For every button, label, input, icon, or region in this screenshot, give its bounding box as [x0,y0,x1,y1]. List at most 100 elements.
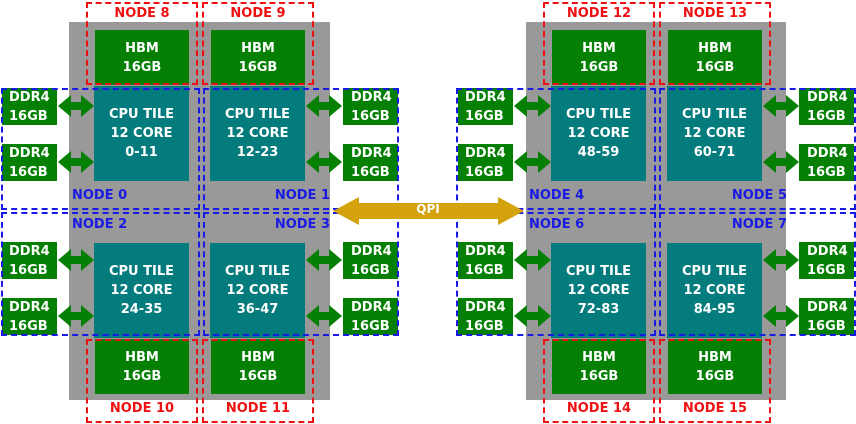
ddr-numa-node-label: NODE 0 [72,188,128,203]
ddr-type: DDR4 [9,89,50,105]
cpu-core-range: 24-35 [120,302,163,317]
hbm-numa-node-label: NODE 15 [682,401,748,416]
hbm-type: HBM [582,40,616,56]
ddr4-module: DDR4 16GB [2,88,57,125]
ddr-size: 16GB [807,318,846,334]
ddr-link-arrow [58,151,94,173]
hbm-size: 16GB [695,59,735,75]
hbm-type: HBM [698,349,732,365]
hbm-numa-node-label: NODE 10 [109,401,175,416]
hbm-numa-node-outline [86,339,198,423]
ddr-link-arrow [306,151,342,173]
cpu-core-range: 36-47 [236,302,279,317]
hbm-size: 16GB [122,368,162,384]
hbm-numa-node-outline [202,339,314,423]
ddr-size: 16GB [807,164,846,180]
ddr-numa-node-outline [456,88,656,210]
cpu-tile-label: CPU TILE [681,107,748,122]
ddr-type: DDR4 [465,145,506,161]
qpi-link-arrow [333,197,524,225]
ddr-link-arrow [763,151,799,173]
cpu-tile: CPU TILE 12 CORE 24-35 [94,243,189,338]
hbm-size: 16GB [238,368,278,384]
cpu-core-count: 12 CORE [683,126,746,141]
hbm-numa-node-outline [543,339,655,423]
cpu-core-count: 12 CORE [226,126,289,141]
ddr-link-arrow [58,95,94,117]
ddr-numa-node-outline [659,88,856,210]
ddr-link-arrow [306,249,342,271]
hbm-numa-node-label: NODE 13 [682,6,748,21]
ddr-link-arrow [58,305,94,327]
ddr-link-arrow [306,95,342,117]
hbm-type: HBM [582,349,616,365]
ddr4-module: DDR4 16GB [799,88,854,125]
ddr-link-arrow [514,95,551,117]
ddr-size: 16GB [465,164,504,180]
cpu-core-count: 12 CORE [110,283,173,298]
ddr-size: 16GB [351,262,390,278]
cpu-tile-label: CPU TILE [565,107,632,122]
ddr-link-arrow [514,151,551,173]
hbm-module: HBM 16GB [95,339,189,394]
hbm-numa-node-label: NODE 12 [566,6,632,21]
ddr-size: 16GB [9,108,48,124]
ddr-numa-node-outline [203,212,399,336]
cpu-core-count: 12 CORE [110,126,173,141]
ddr-size: 16GB [9,164,48,180]
ddr-type: DDR4 [465,299,506,315]
cpu-core-range: 60-71 [693,145,736,160]
hbm-numa-node-outline [86,2,198,85]
cpu-core-range: 0-11 [125,145,158,160]
ddr-numa-node-label: NODE 1 [274,188,330,203]
ddr4-module: DDR4 16GB [799,242,854,279]
cpu-tile-label: CPU TILE [108,264,175,279]
hbm-type: HBM [125,349,159,365]
ddr-type: DDR4 [465,243,506,259]
hbm-type: HBM [241,40,275,56]
hbm-type: HBM [698,40,732,56]
ddr-type: DDR4 [807,145,848,161]
ddr-link-arrow [763,95,799,117]
ddr-type: DDR4 [351,145,392,161]
ddr-size: 16GB [807,108,846,124]
ddr-numa-node-outline [1,212,200,336]
ddr-size: 16GB [9,262,48,278]
hbm-numa-node-outline [543,2,655,85]
hbm-numa-node-label: NODE 11 [225,401,291,416]
ddr-size: 16GB [465,262,504,278]
ddr4-module: DDR4 16GB [799,144,854,181]
ddr-numa-node-label: NODE 2 [72,217,128,232]
ddr-link-arrow [306,305,342,327]
hbm-size: 16GB [238,59,278,75]
hbm-type: HBM [241,349,275,365]
cpu-tile-label: CPU TILE [224,264,291,279]
hbm-numa-node-label: NODE 8 [114,6,170,21]
ddr-numa-node-label: NODE 7 [731,217,787,232]
hbm-module: HBM 16GB [211,339,305,394]
cpu-core-range: 72-83 [577,302,620,317]
ddr-size: 16GB [807,262,846,278]
hbm-numa-node-outline [659,2,771,85]
ddr-type: DDR4 [807,243,848,259]
ddr-link-arrow [514,305,551,327]
cpu-core-range: 84-95 [693,302,736,317]
ddr-size: 16GB [351,108,390,124]
ddr-type: DDR4 [807,89,848,105]
ddr-numa-node-label: NODE 5 [731,188,787,203]
hbm-numa-node-label: NODE 14 [566,401,632,416]
ddr-type: DDR4 [9,299,50,315]
ddr-type: DDR4 [351,299,392,315]
